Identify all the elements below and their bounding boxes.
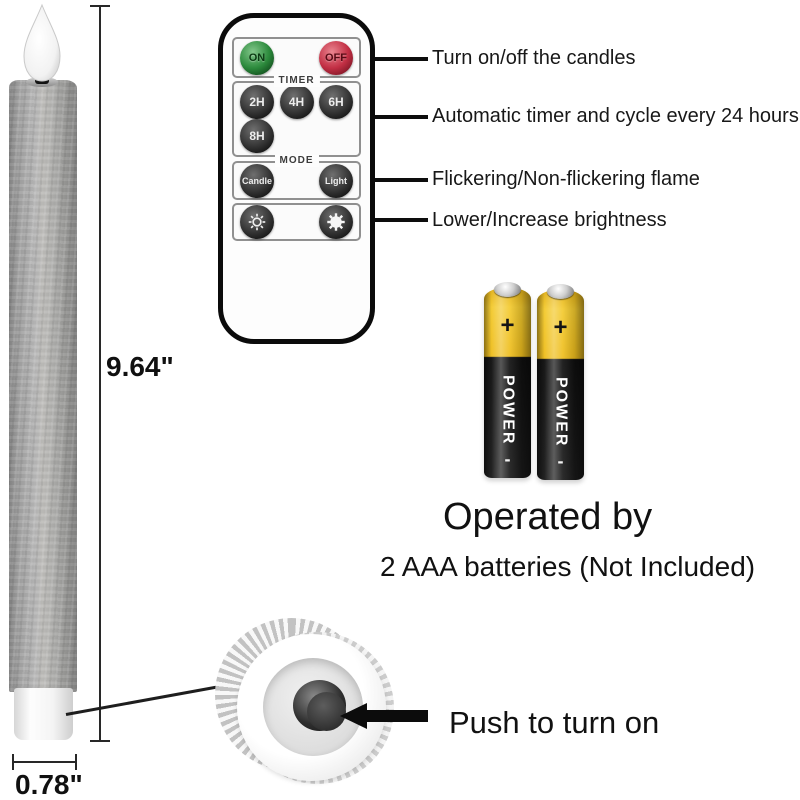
remote-on-button: ON xyxy=(240,40,274,75)
battery-minus-mark: - xyxy=(557,451,564,471)
width-dimension-line xyxy=(13,761,76,763)
battery-brand-text: POWER xyxy=(499,374,517,446)
annotation-on-off: Turn on/off the candles xyxy=(432,47,636,69)
battery-terminal-cap xyxy=(494,282,521,297)
remote-mode-panel: MODE Candle Light xyxy=(232,155,361,200)
annotation-timer: Automatic timer and cycle every 24 hours xyxy=(432,105,799,127)
width-label: 0.78" xyxy=(15,769,83,800)
remote-power-panel: ON OFF xyxy=(232,37,361,78)
sun-dim-icon xyxy=(248,213,266,231)
aaa-battery: + POWER - xyxy=(537,284,584,480)
width-dimension-tick-left xyxy=(12,754,14,770)
mode-section-label: MODE xyxy=(274,155,319,167)
remote-8h-button: 8H xyxy=(240,119,274,153)
remote-4h-button: 4H xyxy=(279,85,314,119)
brightness-up-button xyxy=(319,205,353,239)
height-dimension-line xyxy=(99,6,101,742)
remote-off-button: OFF xyxy=(319,40,353,75)
push-arrow-shaft xyxy=(365,710,428,722)
leader-line-on-off xyxy=(356,57,428,61)
push-button xyxy=(307,692,346,731)
battery-terminal-cap xyxy=(547,284,574,299)
brightness-down-button xyxy=(240,205,274,239)
height-label: 9.64" xyxy=(106,351,174,382)
base-connector-line xyxy=(65,681,238,716)
battery-note-title: Operated by xyxy=(443,496,653,538)
remote-candle-mode-button: Candle xyxy=(240,163,274,198)
candle-bottom-knob xyxy=(215,618,400,784)
remote-6h-button: 6H xyxy=(319,85,353,119)
height-dimension-cap-bottom xyxy=(90,740,110,742)
candle-base xyxy=(14,688,73,740)
leader-line-brightness xyxy=(370,218,428,222)
battery-brand-text: POWER xyxy=(552,376,570,448)
remote-timer-panel: TIMER 2H 4H 6H 8H xyxy=(232,75,361,157)
battery-plus-mark: + xyxy=(500,312,515,339)
height-dimension-cap-top xyxy=(90,5,110,7)
battery-note-subtitle: 2 AAA batteries (Not Included) xyxy=(380,551,756,582)
battery-plus-mark: + xyxy=(553,314,568,341)
aaa-battery: + POWER - xyxy=(484,282,531,478)
timer-section-label: TIMER xyxy=(273,75,320,87)
annotation-mode: Flickering/Non-flickering flame xyxy=(432,168,700,190)
sun-bright-icon xyxy=(327,213,345,231)
remote-control: ON OFF TIMER 2H 4H 6H 8H MODE Candle Lig… xyxy=(218,13,375,344)
remote-2h-button: 2H xyxy=(240,85,274,119)
leader-line-timer xyxy=(360,115,428,119)
battery-minus-mark: - xyxy=(504,449,511,469)
push-label: Push to turn on xyxy=(449,705,660,740)
candle-body xyxy=(9,80,77,692)
remote-light-mode-button: Light xyxy=(319,163,353,198)
remote-brightness-panel xyxy=(232,203,361,241)
annotation-brightness: Lower/Increase brightness xyxy=(432,209,667,231)
leader-line-mode xyxy=(364,178,428,182)
candle-flame xyxy=(23,3,61,82)
width-dimension-tick-right xyxy=(75,754,77,770)
push-arrow-head xyxy=(340,703,367,729)
